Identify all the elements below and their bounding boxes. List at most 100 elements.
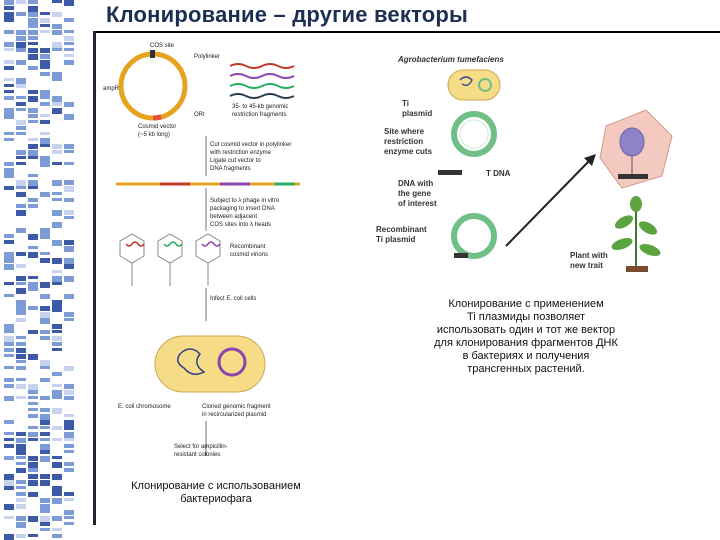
plant-leaf [614,215,634,229]
slide-title: Клонирование – другие векторы [106,2,469,27]
gel-band [16,396,26,399]
gel-band [64,432,74,438]
gel-band [40,132,50,135]
gel-band [16,312,26,315]
cosmid-vector-label-1: Cosmid vector [138,124,176,130]
gel-band [4,486,14,490]
gel-band [4,342,14,346]
gel-band [40,312,50,318]
gel-band [16,120,26,125]
gel-band [28,234,38,240]
plant-leaf [639,243,661,257]
gel-band [16,354,26,359]
right-caption-line: трансгенных растений. [467,363,585,375]
gel-band [52,300,62,306]
step2-line-1: Subject to λ phage in vitro [210,198,280,204]
gel-band [28,90,38,94]
step2-line-4: COS sites into λ heads [210,222,271,228]
gel-band [4,432,14,435]
gel-band [16,378,26,381]
recombinant-label-2: cosmid virions [230,252,268,258]
gel-band [40,378,50,382]
gel-band [4,48,14,51]
gel-band [28,24,38,28]
gel-band [64,18,74,22]
gel-band [4,108,14,114]
gel-band [4,264,14,270]
cosmid-cloning-figure: COS site Polylinker ampR ORI Cosmid vect… [103,43,300,458]
gel-band [4,240,14,244]
gel-band [40,24,50,27]
gel-band [40,426,50,429]
gel-band [4,474,14,480]
ti-label-1: Ti [402,99,409,108]
gel-band [40,480,50,486]
gel-band [40,528,50,531]
gel-band [52,48,62,51]
gel-band [40,336,50,340]
gel-band [52,78,62,81]
right-caption-line: Ti плазмиды позволяет [466,311,586,323]
gel-band [16,480,26,484]
gel-band [4,336,14,342]
fragments-label-2: restriction fragments [232,112,286,118]
gel-band [64,264,74,269]
gel-band [28,42,38,45]
gel-band [28,108,38,113]
gel-band [52,24,62,29]
gel-band [4,6,14,10]
gel-band [4,354,14,357]
gel-band [16,288,26,294]
gel-band [16,438,26,443]
gel-band [64,396,74,400]
gel-band [28,456,38,461]
gel-band [40,54,50,59]
gel-band [16,300,26,306]
gel-band [40,192,50,197]
cloned-label-1: Cloned genomic fragment [202,404,271,410]
gel-band [28,114,38,118]
gel-band [40,360,50,366]
gel-band [52,426,62,430]
polylinker-label: Polylinker [194,54,220,60]
gel-band [40,396,50,400]
gel-band [64,54,74,57]
gel-band [64,36,74,41]
gel-band [16,444,26,450]
gel-band [4,294,14,297]
gel-band [28,198,38,202]
gel-band [16,384,26,389]
plant-leaf [638,221,658,235]
left-vertical-rule [93,31,96,525]
gel-band [28,390,38,394]
site-label-3: enzyme cuts [384,147,433,156]
gel-band [4,90,14,93]
gel-band [4,96,14,100]
gel-band [40,306,50,311]
gel-band [16,186,26,189]
gel-band [64,240,74,245]
gel-band [16,126,26,130]
gel-band [52,534,62,538]
plant-soil [626,266,648,272]
fragment-line [229,83,295,89]
agrobacterium-cell [447,69,501,101]
gel-band [52,162,62,165]
gel-band [52,492,62,496]
gel-band [16,30,26,35]
gel-band [64,312,74,317]
gel-band [40,102,50,106]
cosmid-vector-ring [118,51,188,121]
ti-plasmid-ring [451,111,497,157]
gel-band [4,480,14,486]
gel-band [52,396,62,399]
gel-band [16,360,26,363]
gel-band [28,144,38,149]
gel-band [4,84,14,87]
gel-band [16,276,26,281]
gel-band [16,180,26,186]
cos-site-mark [150,50,155,58]
gel-band [28,468,38,472]
gel-band [16,78,26,84]
gel-band [64,198,74,202]
